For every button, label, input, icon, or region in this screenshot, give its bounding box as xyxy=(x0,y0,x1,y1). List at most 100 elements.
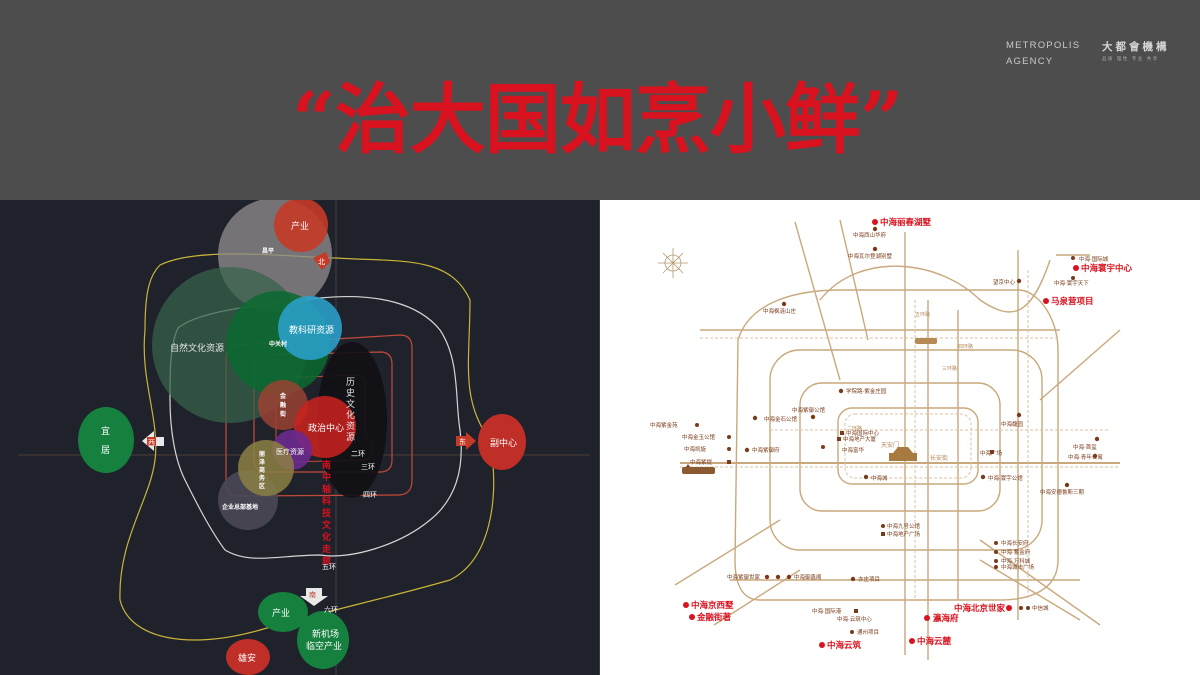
svg-text:融: 融 xyxy=(280,401,286,409)
new-airport-circle xyxy=(297,611,349,669)
project-poi[interactable]: 中海九号公馆 xyxy=(887,522,921,530)
project-pois: 中海西山华府 中海瓦尔登湖别墅 中海枫涟山庄 望京中心 中海·国际城 中海·寰宇… xyxy=(650,226,1109,636)
svg-text:文: 文 xyxy=(321,519,332,531)
project-poi[interactable]: 中海·紫金府 xyxy=(1001,548,1031,556)
svg-text:务: 务 xyxy=(259,474,266,482)
svg-text:东: 东 xyxy=(459,437,466,446)
ring-road-2 xyxy=(837,407,979,485)
label-finance-street: 金融街 xyxy=(279,392,287,418)
project-highlight[interactable]: 金融街著 xyxy=(696,612,732,623)
ring-five xyxy=(169,295,462,559)
label-hq-base: 企业总部基地 xyxy=(221,503,258,511)
project-poi[interactable]: 中海城市广场 xyxy=(1001,563,1035,571)
svg-text:中: 中 xyxy=(322,471,331,483)
project-poi[interactable]: 中海西山华府 xyxy=(853,231,887,239)
label-ring-2: 二环路 xyxy=(847,425,862,432)
svg-text:廊: 廊 xyxy=(322,555,331,567)
project-poi[interactable]: 中海金玉公馆 xyxy=(682,433,716,441)
project-highlight[interactable]: 中海寰宇中心 xyxy=(1081,263,1133,274)
education-research-circle xyxy=(278,296,342,360)
brand-tagline: 品质 理性 专业 共享 xyxy=(1102,57,1159,62)
label-tiananmen: 天安门 xyxy=(881,441,899,449)
project-poi[interactable]: 中信城 xyxy=(1032,604,1049,612)
project-poi[interactable]: 通州项目 xyxy=(857,628,879,636)
tiananmen-icon xyxy=(889,447,917,461)
project-poi[interactable]: 中海瓦尔登湖别墅 xyxy=(848,252,893,260)
svg-text:南: 南 xyxy=(322,459,331,471)
label-industry-south: 产业 xyxy=(272,607,290,619)
lize-circle xyxy=(238,440,294,496)
project-highlight[interactable]: 中海京西墅 xyxy=(691,600,734,611)
project-poi[interactable]: 中海紫御府 xyxy=(752,446,780,454)
project-highlight[interactable]: 中海北京世家 xyxy=(954,603,1006,614)
project-highlight[interactable]: 中海丽春湖墅 xyxy=(880,217,932,228)
project-poi[interactable]: 中海广场 xyxy=(980,449,1003,457)
project-poi[interactable]: 中海紫御世家 xyxy=(727,573,761,581)
project-poi[interactable]: 中海凯旋 xyxy=(684,445,707,453)
label-medical: 医疗资源 xyxy=(276,447,304,456)
svg-text:宜: 宜 xyxy=(101,425,110,437)
svg-text:资: 资 xyxy=(346,421,355,432)
industry-north-circle xyxy=(274,200,328,252)
svg-text:南: 南 xyxy=(309,590,316,599)
project-poi[interactable]: 中海安德鲁斯三期 xyxy=(1040,488,1085,496)
arrow-south: 南 xyxy=(300,588,328,606)
project-highlight[interactable]: 中海云筑 xyxy=(827,640,862,651)
label-xiongan: 雄安 xyxy=(238,652,256,664)
livable-circle xyxy=(78,407,134,473)
svg-text:泽: 泽 xyxy=(259,458,265,466)
project-poi[interactable]: 中海国际中心 xyxy=(846,429,880,437)
project-poi[interactable]: 中海·青年公寓 xyxy=(1068,453,1103,461)
project-poi[interactable]: 中海御鑫阁 xyxy=(794,573,822,581)
project-poi[interactable]: 中海地产大厦 xyxy=(843,435,877,443)
project-poi[interactable]: 中海长安府 xyxy=(1001,539,1029,547)
project-highlight[interactable]: 瀛海府 xyxy=(933,613,959,624)
ring-road-4 xyxy=(769,349,1043,551)
ring-road-5 xyxy=(734,289,1059,601)
label-ring-5: 五环路 xyxy=(915,311,930,318)
headline-title: “治大国如烹小鲜” xyxy=(292,75,903,164)
svg-text:技: 技 xyxy=(322,507,332,519)
project-location-map: 天安门 长安街 二环路 三环路 四环路 五环路 中海丽春湖墅 中海寰宇中心 马泉… xyxy=(600,200,1200,675)
label-ring-four: 四环 xyxy=(363,491,377,499)
svg-text:历: 历 xyxy=(346,377,355,388)
project-poi[interactable]: 中海·国际港 xyxy=(812,607,842,615)
project-poi[interactable]: 中海·万科城 xyxy=(1001,557,1031,565)
label-ring-five: 五环 xyxy=(322,563,336,571)
beijing-resource-diagram: 北 西 东 南 产业 昌平 自然文化资源 中关村 教科研资源 政治中心 医疗资源… xyxy=(0,200,600,675)
project-poi[interactable]: 中海·云筑中心 xyxy=(837,615,872,623)
project-poi[interactable]: 亦庄项目 xyxy=(858,575,880,583)
svg-text:丽: 丽 xyxy=(259,450,265,458)
project-poi[interactable]: 中海城 xyxy=(871,474,888,482)
label-ring-six: 六环 xyxy=(324,605,338,614)
svg-text:街: 街 xyxy=(279,410,286,418)
project-poi[interactable]: 中海·首玺 xyxy=(1073,443,1097,451)
project-poi[interactable]: 中海金石公馆 xyxy=(764,415,798,423)
project-poi[interactable]: 中海·国际城 xyxy=(1079,255,1109,263)
project-poi[interactable]: 中海·寰宇公馆 xyxy=(988,474,1023,482)
ring-road-3 xyxy=(799,382,1001,512)
project-poi[interactable]: 中海馥园 xyxy=(1001,420,1024,428)
project-poi[interactable]: 学院路·紫金庄园 xyxy=(846,387,887,395)
project-poi[interactable]: 中海富华 xyxy=(842,446,865,454)
project-poi[interactable]: 中海紫提 xyxy=(690,458,713,466)
project-poi[interactable]: 中海·寰宇天下 xyxy=(1054,279,1089,287)
project-highlight[interactable]: 中海云麓 xyxy=(917,636,952,647)
highlight-projects: 中海丽春湖墅 中海寰宇中心 马泉营项目 中海京西墅 金融街著 中海北京世家 瀛海… xyxy=(683,217,1133,651)
project-poi[interactable]: 望京中心 xyxy=(993,278,1016,286)
project-poi[interactable]: 中海地产广场 xyxy=(887,530,921,538)
project-poi[interactable]: 中海紫御公馆 xyxy=(792,406,826,414)
project-highlight[interactable]: 马泉营项目 xyxy=(1051,296,1094,307)
label-ring-3: 三环路 xyxy=(942,365,957,372)
label-ring-two: 二环 xyxy=(351,450,365,458)
project-poi[interactable]: 中海枫涟山庄 xyxy=(763,307,797,315)
station-badge xyxy=(682,464,715,474)
project-poi[interactable]: 中海紫金苑 xyxy=(650,421,678,429)
svg-text:文: 文 xyxy=(346,398,355,410)
svg-text:轴: 轴 xyxy=(322,483,331,495)
svg-text:区: 区 xyxy=(259,482,265,490)
compass-icon xyxy=(658,248,688,278)
sub-center-circle xyxy=(478,414,526,470)
arrow-east: 东 xyxy=(456,432,476,450)
